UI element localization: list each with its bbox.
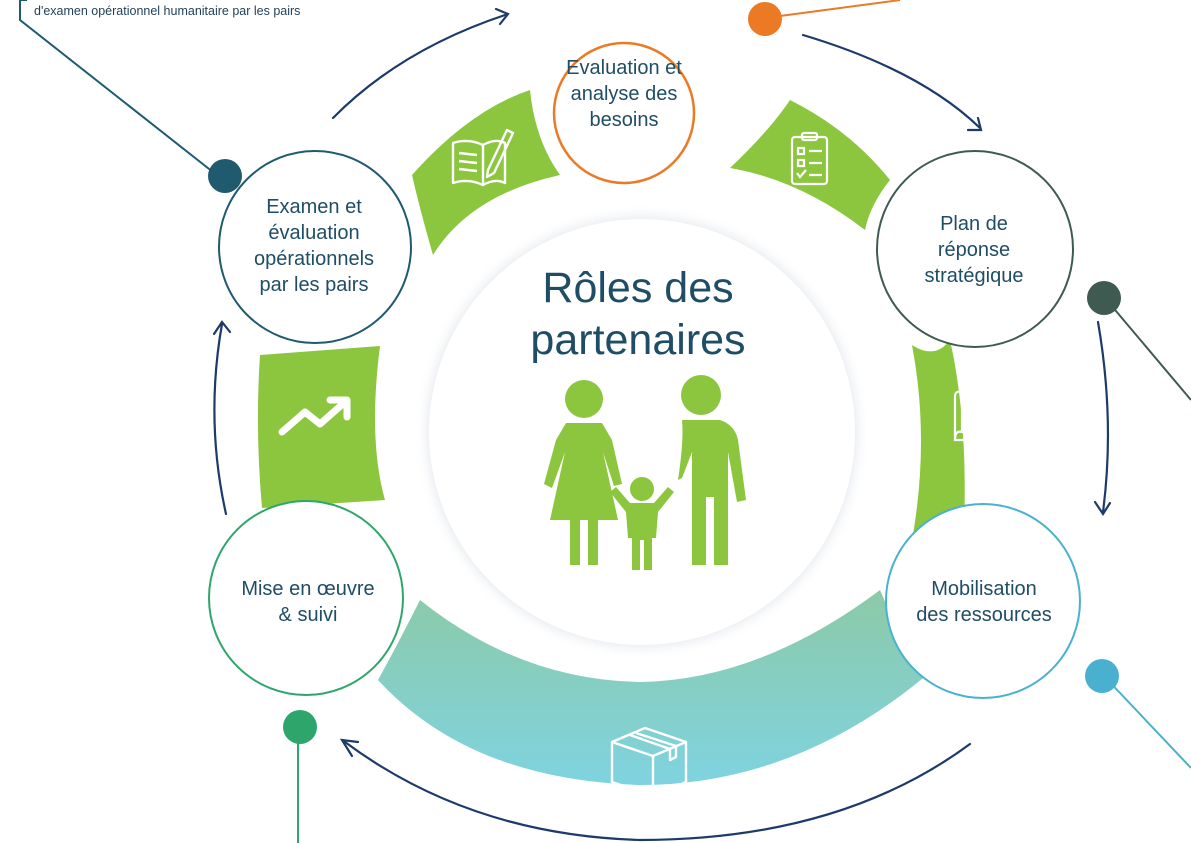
stage-strategic-response-plan: Plan de réponse stratégique [876,180,1072,320]
stage-label-line: stratégique [924,265,1024,287]
stage-label-line: analyse des [570,83,678,105]
stage-label-line: opérationnels [253,248,375,270]
stage-circle-2 [876,150,1074,348]
stage-peer-review: Examen et évaluation opérationnels par l… [216,176,412,316]
stage-label-line: Mobilisation [931,578,1037,600]
center-title-line-2: partenaires [530,316,746,364]
center-title: Rôles des partenaires [498,262,778,366]
stage-circle-4 [208,500,404,696]
stage-label-line: Plan de [940,213,1008,235]
stage-label-line: des ressources [916,604,1052,626]
segment-bottom [378,590,935,785]
book-pencil-icon [451,128,515,187]
stage-needs-assessment: Evaluation et analyse des besoins [554,24,694,164]
blueprint-icon [953,390,1013,442]
stage-implementation-monitoring: Mise en œuvre & suivi [208,532,408,672]
center-title-line-1: Rôles des [542,264,734,312]
stage-label-line: besoins [589,109,659,131]
callout-note: d'examen opérationnel humanitaire par le… [34,4,301,18]
callout-dot-plan [1087,281,1121,315]
stage-label-line: par les pairs [259,274,369,296]
stage-label-line: réponse [937,239,1011,261]
callout-dot-implementation [283,710,317,744]
stage-circle-1 [552,41,696,185]
stage-label-line: Mise en œuvre [241,578,375,600]
segment-right [912,340,965,540]
stage-label-line: évaluation [268,222,360,244]
callout-dot-review [208,159,242,193]
stage-label-line: & suivi [278,604,338,626]
stage-label-line: Evaluation et [566,57,682,79]
stage-circle-5 [218,150,412,344]
callout-dot-resources [1085,659,1119,693]
package-box-icon [610,726,688,798]
family-icon [544,375,746,570]
cycle-arrows [212,7,1112,842]
center-circle [429,219,855,645]
stage-resource-mobilization: Mobilisation des ressources [886,532,1082,672]
segment-top-left [412,90,560,255]
callout-lines [19,0,1191,843]
callout-dot-assessment [748,2,782,36]
segment-top-right [730,100,890,230]
checklist-icon [790,131,829,186]
stage-label-line: Examen et [266,196,362,218]
trend-arrow-icon [278,396,351,436]
stage-circle-3 [885,503,1081,699]
